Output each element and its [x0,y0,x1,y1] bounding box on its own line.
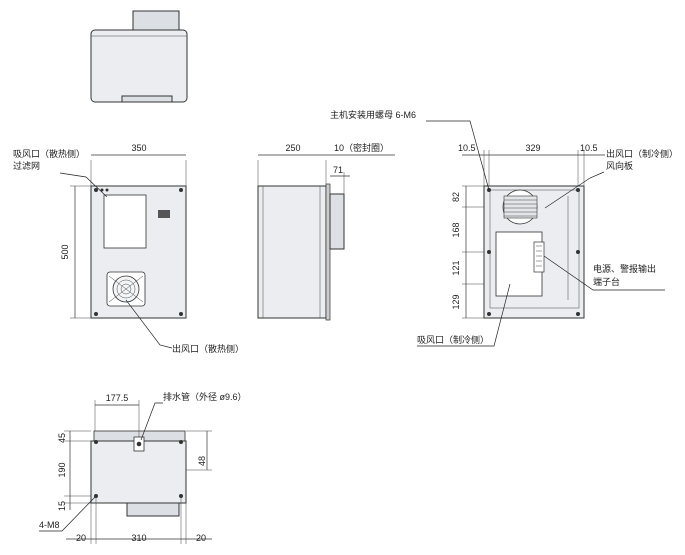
rear-v2-dim: 168 [451,222,461,237]
front-view: 350 500 吸风口（散热侧） 过滤网 出风口（散热侧） [13,143,244,354]
bottom-v1-dim: 45 [57,433,67,443]
side-depth-dim: 250 [285,143,300,153]
front-outlet-label: 出风口（散热侧） [172,343,244,354]
front-width-dim: 350 [131,143,146,153]
fan-grill [106,271,146,307]
rear-v3-dim: 121 [451,260,461,275]
side-view: 250 10（密封圈） 71 [257,142,395,321]
bottom-v3-dim: 15 [57,501,67,511]
rear-outlet-label-2: 风向板 [606,160,633,171]
outlet-fan [502,189,538,225]
mount-nut-label: 主机安装用螺母 6-M6 [330,109,416,120]
bottom-view: 177.5 排水管（外径 ø9.6） 45 190 15 48 20 310 2… [39,391,247,544]
rear-outlet-label-1: 出风口（制冷侧） [606,148,678,159]
rear-width-dim: 329 [525,143,540,153]
bottom-right-bottom-dim: 20 [196,533,206,543]
rear-left-margin-dim: 10.5 [458,143,476,153]
side-seal-dim: 10（密封圈） [334,142,389,153]
rear-v1-dim: 82 [451,192,461,202]
bottom-left-dim: 20 [76,533,86,543]
front-height-dim: 500 [60,244,70,259]
holes-label: 4-M8 [39,520,60,530]
drain-offset-dim: 177.5 [106,393,129,403]
bottom-v2-dim: 190 [57,462,67,477]
terminal-label-1: 电源、警报输出 [593,263,656,274]
filter-panel [103,194,147,249]
rear-intake-label: 吸风口（制冷侧） [417,334,489,345]
top-view [90,10,188,103]
bottom-right-dim: 48 [197,456,207,466]
bottom-center-dim: 310 [131,533,146,543]
rear-right-margin-dim: 10.5 [580,143,598,153]
front-filter-label: 过滤网 [13,160,40,171]
rear-view: 10.5 329 10.5 82 168 121 129 主机安装用螺母 6-M… [330,109,678,347]
front-intake-label: 吸风口（散热侧） [13,148,85,159]
label-plate [158,210,170,218]
terminal-block [533,241,545,273]
drain-label: 排水管（外径 ø9.6） [163,391,247,402]
terminal-label-2: 端子台 [593,276,620,287]
side-protrusion-dim: 71 [333,165,343,175]
rear-v4-dim: 129 [451,294,461,309]
